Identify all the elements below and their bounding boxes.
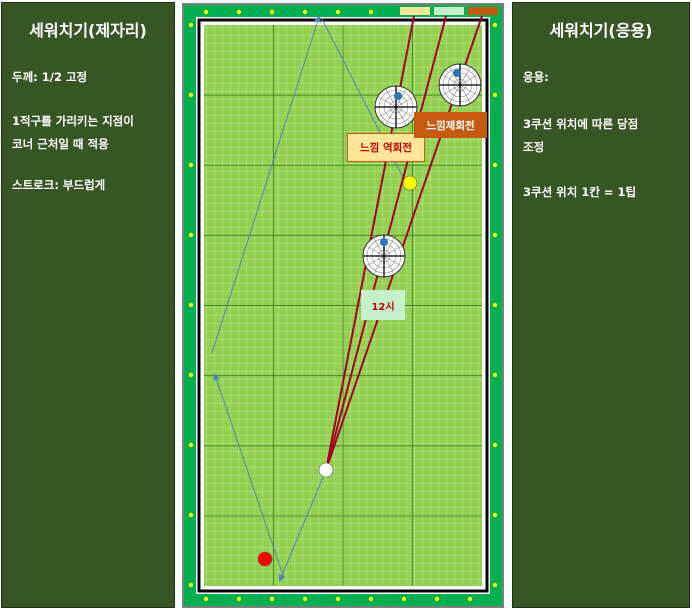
tip-point [453,69,461,77]
adjust-note: 조정 [523,140,545,154]
diamond-marker [335,9,341,15]
target-spoke [377,96,397,108]
diamond-marker [188,442,194,448]
yellow-ball [402,175,418,191]
diamond-marker [188,302,194,308]
tip-ratio-note: 3쿠션 위치 1칸 = 1팁 [523,185,637,199]
diamond-marker [188,372,194,378]
rail-cushion [197,18,489,593]
target-spoke [383,255,403,267]
left-panel: 세워치기(제자리) 두께: 1/2 고정 1적구를 가리키는 지점이 코너 근처… [1,2,175,608]
diamond-marker [492,372,498,378]
diamond-marker [203,596,209,602]
balls [257,175,418,567]
diamond-marker [492,232,498,238]
target-spoke [383,255,395,275]
diamond-marker [188,92,194,98]
tip-point [380,238,388,246]
diamond-marker [492,442,498,448]
clock-12-label: 12시 [361,290,405,320]
path-segment [278,469,327,582]
diamond-marker [492,512,498,518]
diamond-marker [188,512,194,518]
target-spoke [441,84,461,96]
spin-label: 느낌제회전 [414,112,487,138]
path-segment [213,373,285,579]
diamond-marker [188,232,194,238]
diamond-marker [368,9,374,15]
target-spoke [373,255,385,275]
diamond-grid [204,25,482,586]
target-spoke [383,237,395,257]
thickness-note: 두께: 1/2 고정 [12,70,88,84]
path-segment [211,15,321,354]
target-spoke [373,237,385,257]
billiard-table: 느낌 역회전 느낌제회전 12시 [182,3,504,608]
diamond-marker [236,596,242,602]
diamond-marker [302,596,308,602]
tip-point [394,92,402,100]
target-spoke [365,245,385,257]
target-spoke [383,245,403,257]
target-spoke [441,74,461,86]
diamond-marker [492,92,498,98]
diamond-marker [269,596,275,602]
diamond-marker [492,22,498,28]
target-spoke [395,96,415,108]
target-spoke [459,66,471,86]
diamond-marker [368,596,374,602]
diamond-marker [302,9,308,15]
target-spoke [459,74,479,86]
target-spoke [449,84,461,104]
stroke-note: 스트로크: 부드럽게 [12,178,106,192]
cue-tip-target [374,85,418,129]
target-spoke [365,255,385,267]
diamond-marker [335,596,341,602]
diamond-marker [401,596,407,602]
table-diagram [182,3,504,608]
target-spoke [385,88,397,108]
cue-tip-target [362,234,406,278]
reverse-spin-label: 느낌 역회전 [347,133,425,162]
swatch-yellow [400,7,430,15]
right-panel-title: 세워치기(응용) [549,21,653,40]
right-panel: 세워치기(응용) 응용: 3쿠션 위치에 따른 당점 조정 3쿠션 위치 1칸 … [512,2,690,608]
diamond-marker [269,9,275,15]
corner-note: 코너 근처일 때 적용 [12,137,109,151]
target-spoke [395,106,407,126]
cushion-tip-note: 3쿠션 위치에 따른 당점 [523,117,639,131]
diamond-marker [434,596,440,602]
left-panel-title: 세워치기(제자리) [29,21,147,40]
target-spoke [459,84,471,104]
target-spoke [377,106,397,118]
target-spoke [385,106,397,126]
diamond-marker [492,162,498,168]
diamond-marker [492,302,498,308]
aim-point-note: 1적구를 가리키는 지점이 [12,114,134,128]
spin-targets [362,63,482,278]
target-spoke [459,84,479,96]
cue-tip-target [438,63,482,107]
target-spoke [395,106,415,118]
diamond-marker [188,22,194,28]
diamond-marker [203,9,209,15]
diamond-marker [188,582,194,588]
white-ball [318,462,334,478]
red-ball [257,551,273,567]
swatch-light [434,7,464,15]
diamond-marker [492,582,498,588]
diamond-marker [188,162,194,168]
swatch-orange [468,7,498,15]
diamond-marker [467,596,473,602]
color-swatches [400,7,498,15]
diamond-marker [236,9,242,15]
application-heading: 응용: [523,70,549,84]
